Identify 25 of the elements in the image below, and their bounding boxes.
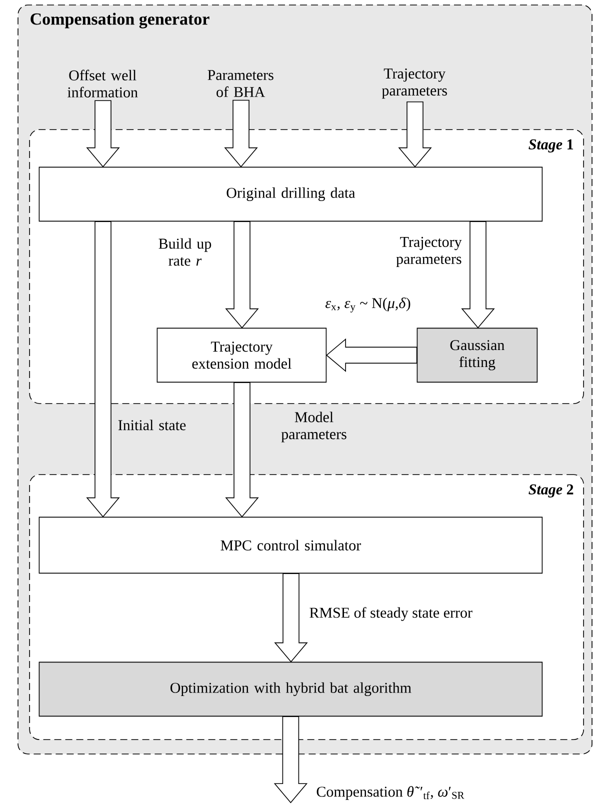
- block-arrow: [274, 716, 308, 804]
- block-arrow: [224, 100, 258, 168]
- edge-label: Model parameters: [281, 412, 346, 442]
- input-label: Offset well information: [68, 70, 138, 98]
- edge-label: Build up rate r: [158, 238, 212, 266]
- process-box: Original drilling data: [38, 166, 543, 222]
- edge-label: Trajectory parameters: [396, 236, 462, 268]
- input-label: Trajectory parameters: [382, 68, 447, 99]
- block-arrow: [225, 221, 259, 328]
- edge-label: Initial state: [118, 420, 186, 430]
- block-arrow: [86, 221, 120, 518]
- process-box: MPC control simulator: [38, 516, 543, 574]
- edge-label: ε$_{x}$, ε$_{y}$ ~ N(μ,δ): [325, 298, 410, 312]
- process-box: Gaussian fitting: [416, 328, 538, 383]
- block-arrow: [326, 338, 418, 372]
- input-label: Parameters of BHA: [208, 70, 274, 98]
- process-box: Trajectory extension model: [156, 328, 327, 383]
- process-box: Optimization with hybrid bat algorithm: [38, 662, 543, 717]
- block-arrow: [461, 221, 495, 328]
- block-arrow: [398, 101, 432, 168]
- block-arrow: [225, 382, 259, 518]
- edge-label: Compensation θ̃′$_{tf}$, ω′$_{SR}$: [316, 786, 464, 800]
- block-arrow: [274, 573, 308, 662]
- edge-label: RMSE of steady state error: [310, 607, 472, 621]
- block-arrow: [86, 100, 120, 168]
